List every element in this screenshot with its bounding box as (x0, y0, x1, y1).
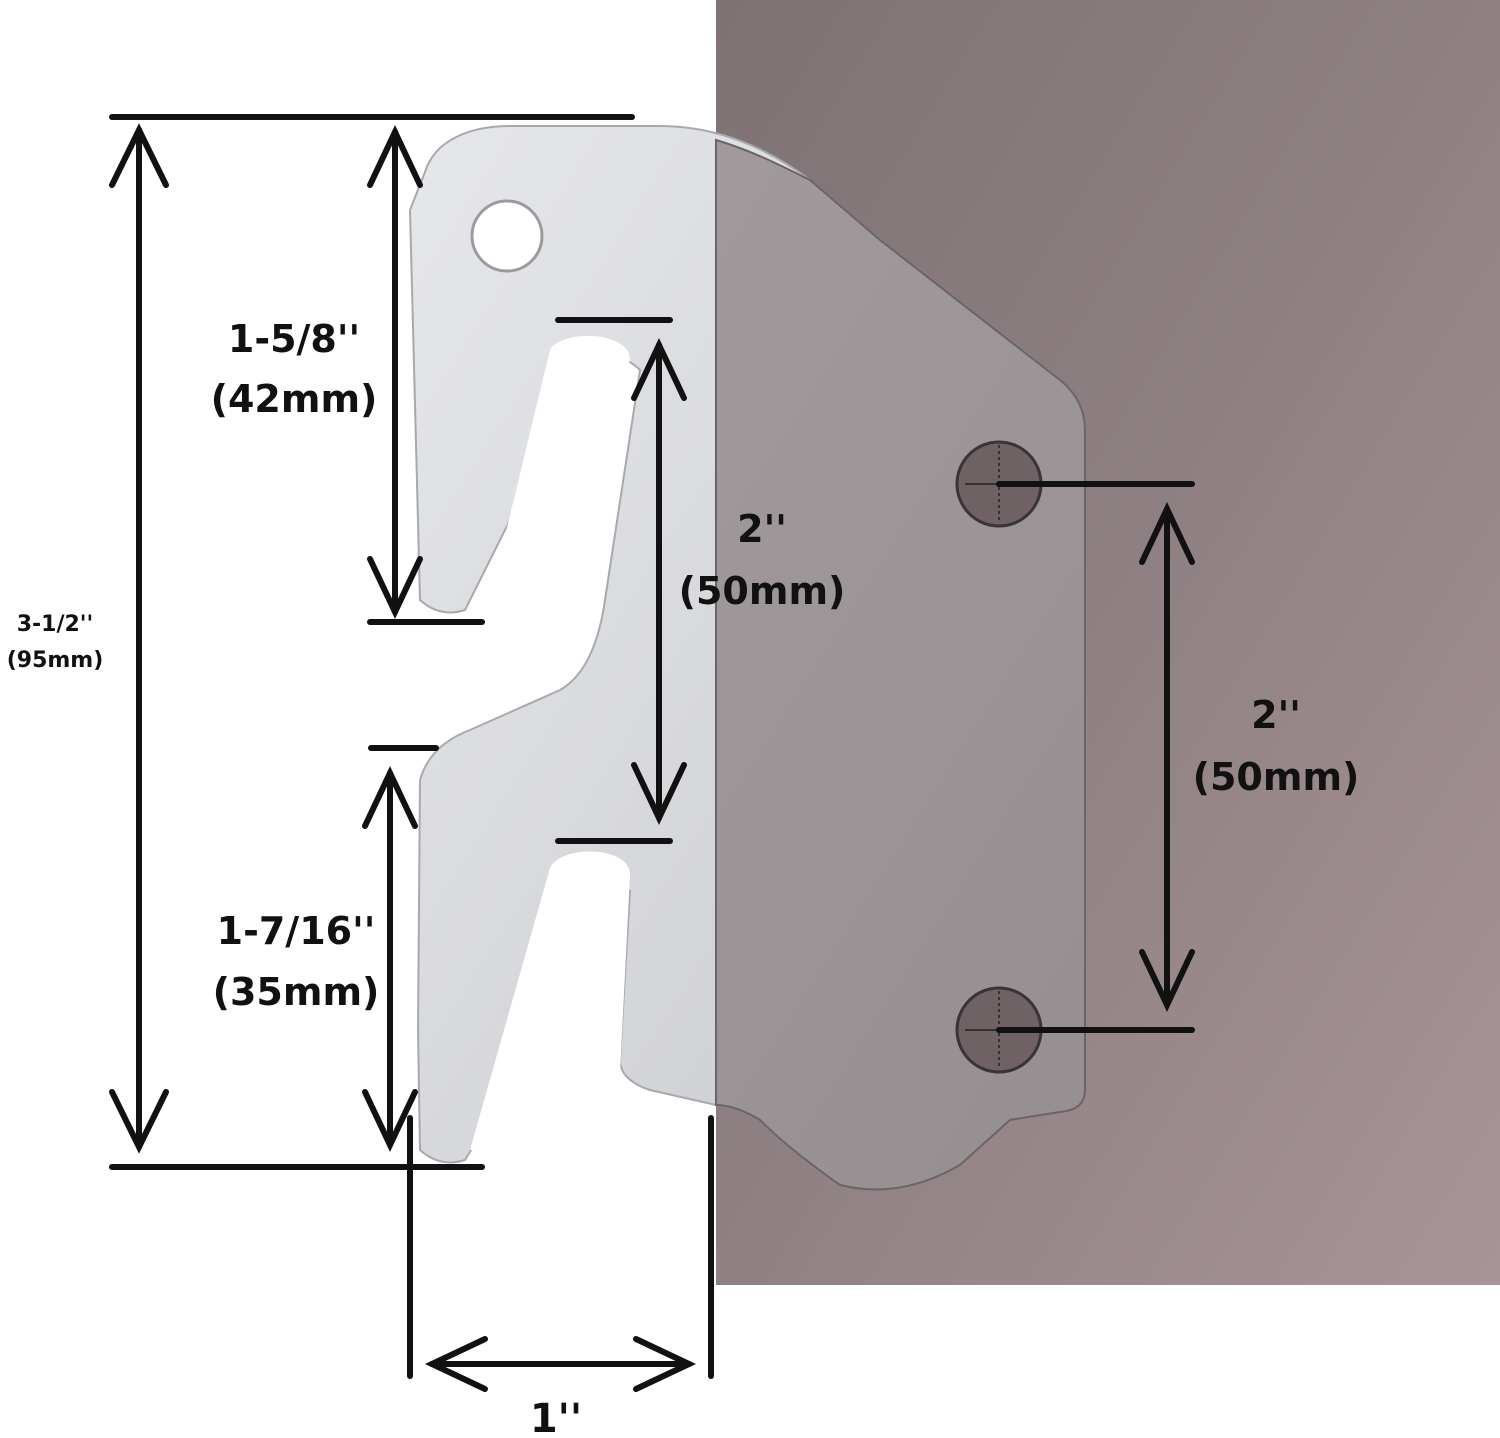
bottom-hook-height-metric: (35mm) (213, 970, 380, 1014)
hook-spacing-imperial: 2'' (737, 507, 787, 551)
width-dimension (407, 1115, 714, 1392)
hole-spacing-imperial: 2'' (1251, 693, 1301, 737)
width-imperial: 1'' (530, 1396, 582, 1438)
bottom-hook-height-dimension (362, 745, 439, 1153)
bracket-plate (408, 125, 1086, 1191)
overall-height-imperial: 3-1/2'' (17, 612, 94, 637)
top-hook-height-dimension (367, 124, 485, 625)
hook-spacing-metric: (50mm) (679, 569, 846, 613)
mounting-hole-top-left (470, 199, 544, 273)
hole-spacing-metric: (50mm) (1193, 755, 1360, 799)
bottom-hook-height-imperial: 1-7/16'' (217, 909, 376, 953)
overall-height-metric: (95mm) (7, 648, 104, 673)
hook-spacing-dimension (555, 317, 687, 844)
hole-spacing-dimension (996, 481, 1195, 1033)
top-hook-height-metric: (42mm) (211, 377, 378, 421)
top-hook-height-imperial: 1-5/8'' (228, 317, 360, 361)
overall-height-dimension (109, 114, 635, 1170)
